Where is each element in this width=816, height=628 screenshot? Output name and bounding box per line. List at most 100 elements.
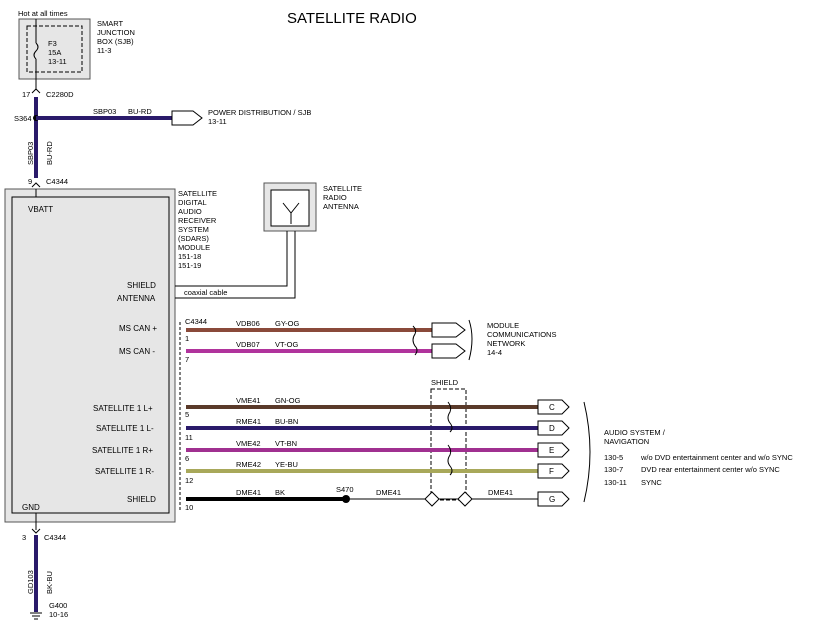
audio-row-color: BU-BN [275,417,298,426]
module-name-6: (SDARS) [178,234,209,243]
ground-connector: C4344 [44,533,66,542]
shield-row-connector: G [549,495,555,504]
page-reference-arrow-icon [431,343,466,359]
module-name-4: RECEIVER [178,216,217,225]
can-bus-row: MS CAN - 7 VDB07 VT-OG [119,340,466,364]
antenna-line-1: SATELLITE [323,184,362,193]
sjb-line-3: BOX (SJB) [97,37,134,46]
audio-row-color: VT-BN [275,439,297,448]
audio-row-label: SATELLITE 1 R- [95,467,154,476]
module-antenna-label: ANTENNA [117,294,156,303]
connector-flag-icon [537,442,570,458]
power-circuit-id: SBP03 [93,107,116,116]
module-top-connector: C4344 [46,177,68,186]
brace-icon [468,319,473,361]
page-reference-arrow-icon [171,110,203,126]
ground-circuit: 3 C4344 GD103 BK-BU G400 10-16 [22,513,68,620]
coax-center-wire [175,231,296,299]
audio-row-circuit: RME41 [236,417,261,426]
audio-row: SATELLITE 1 R- 12 RME42 YE-BU F [95,460,570,485]
can-row-pin: 1 [185,334,189,343]
audio-ref-code: 130-7 [604,465,623,474]
audio-row-connector: D [549,424,555,433]
fuse-ref: 13-11 [48,57,67,66]
audio-row-pin: 5 [185,410,189,419]
audio-ref-code: 130-11 [604,478,627,487]
module-name-8: 151-18 [178,252,201,261]
can-connector: C4344 [185,317,207,326]
can-row-pin: 7 [185,355,189,364]
power-connector: C2280D [46,90,74,99]
ground-circuit-color: BK-BU [45,571,54,594]
connector-chevron-icon [31,528,41,534]
audio-row-connector: F [549,467,554,476]
connector-chevron-icon [31,182,41,188]
smart-junction-box: Hot at all times F3 15A 13-11 SMART JUNC… [18,9,135,80]
module-top-pin: 9 [28,177,32,186]
audio-row-circuit: VME41 [236,396,261,405]
audio-row-circuit: VME42 [236,439,261,448]
can-bus-row: MS CAN + 1 VDB06 GY-OG [119,319,466,343]
power-dest-line-1: POWER DISTRIBUTION / SJB [208,108,311,117]
power-circuit-color: BU-RD [128,107,152,116]
audio-row-label: SATELLITE 1 L+ [93,404,153,413]
sjb-line-1: SMART [97,19,124,28]
module-name-3: AUDIO [178,207,202,216]
twisted-pair-icon [447,444,453,476]
shield-drain-row: SHIELD 10 DME41 BK S470 DME41 DME41 G [127,485,570,512]
can-row-label: MS CAN + [119,324,157,333]
audio-row: SATELLITE 1 L- 11 RME41 BU-BN D [96,417,570,442]
module-shield-label: SHIELD [127,281,156,290]
fuse-name: F3 [48,39,57,48]
audio-ref-text: SYNC [641,478,662,487]
audio-row-pin: 12 [185,476,193,485]
connector-chevron-icon [31,88,41,94]
connector-flag-icon [537,420,570,436]
can-row-circuit: VDB06 [236,319,260,328]
shield-label: SHIELD [431,378,459,387]
audio-dest-line-1: AUDIO SYSTEM / [604,428,666,437]
module-name-5: SYSTEM [178,225,209,234]
power-circuit: 17 C2280D S364 SBP03 BU-RD POWER DISTRIB… [14,79,311,188]
inline-connector-icon [457,491,473,507]
splice-label: S364 [14,114,32,123]
satellite-antenna: SATELLITE RADIO ANTENNA coaxial cable [175,182,362,299]
module-inner [11,196,170,514]
can-row-color: GY-OG [275,319,299,328]
audio-row: SATELLITE 1 R+ 6 VME42 VT-BN E [92,439,570,463]
sdars-module: VBATT GND SATELLITE DIGITAL AUDIO RECEIV… [4,188,217,523]
antenna-line-2: RADIO [323,193,347,202]
antenna-line-3: ANTENNA [323,202,359,211]
shield-splice-label: S470 [336,485,354,494]
inline-connector-icon [424,491,440,507]
audio-row-color: GN-OG [275,396,301,405]
power-dest-line-2: 13-11 [208,117,227,126]
sjb-box [18,18,91,80]
audio-row-connector: C [549,403,555,412]
antenna-icon [282,202,300,224]
module-name-2: DIGITAL [178,198,207,207]
can-dest-line-3: NETWORK [487,339,525,348]
shield-row-pin: 10 [185,503,193,512]
ground-pin: 3 [22,533,26,542]
audio-row-label: SATELLITE 1 R+ [92,446,153,455]
ground-circuit-id: GD103 [26,570,35,594]
shield-row-circuit-3: DME41 [488,488,513,497]
diagram-title: SATELLITE RADIO [287,10,417,27]
audio-row-pin: 11 [185,433,193,442]
module-outer [4,188,176,523]
coax-shield-wire [175,231,288,287]
can-row-color: VT-OG [275,340,299,349]
audio-row-pin: 6 [185,454,189,463]
shield-row-label: SHIELD [127,495,156,504]
audio-ref-code: 130-5 [604,453,623,462]
can-dest-line-4: 14-4 [487,348,502,357]
twisted-pair-icon [412,325,418,356]
shield-enclosure [430,388,467,501]
can-dest-line-1: MODULE [487,321,519,330]
can-row-label: MS CAN - [119,347,155,356]
audio-row-label: SATELLITE 1 L- [96,424,154,433]
module-name-7: MODULE [178,243,210,252]
module-name-9: 151-19 [178,261,201,270]
